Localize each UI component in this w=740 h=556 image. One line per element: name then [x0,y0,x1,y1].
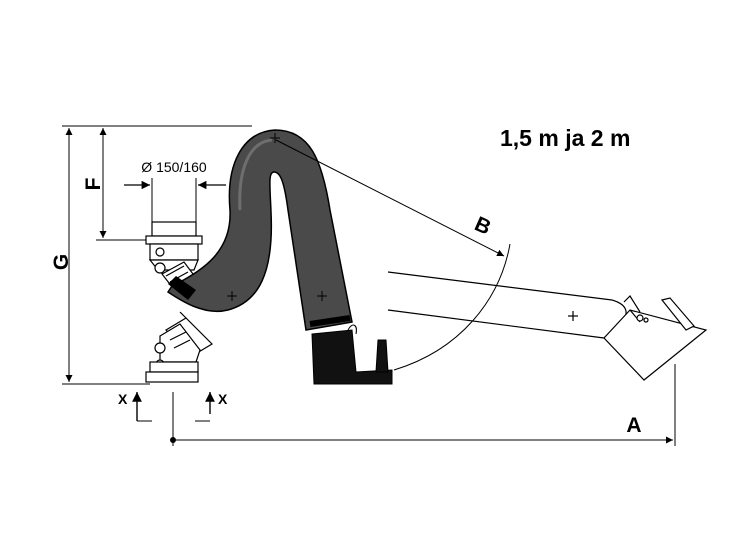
arm-base [311,324,393,385]
dimension-g: G [50,125,252,385]
dimension-f: F [82,128,152,241]
section-label-right: X [218,391,228,407]
label-diameter: Ø 150/160 [141,159,207,175]
label-g: G [50,254,73,270]
label-f: F [82,177,105,190]
hose-pivot-markers [227,133,327,301]
extended-arm [387,271,627,339]
extraction-hose [166,129,353,331]
section-label-left: X [118,391,128,407]
section-markers: X X [118,391,228,422]
wall-mount-lower [145,311,213,383]
diagram-title: 1,5 m ja 2 m [500,125,630,151]
extraction-hood [603,295,708,381]
label-a: A [626,414,641,437]
dimension-diameter: Ø 150/160 [124,159,226,222]
label-b: B [471,212,494,239]
dimension-a: A [170,364,676,446]
